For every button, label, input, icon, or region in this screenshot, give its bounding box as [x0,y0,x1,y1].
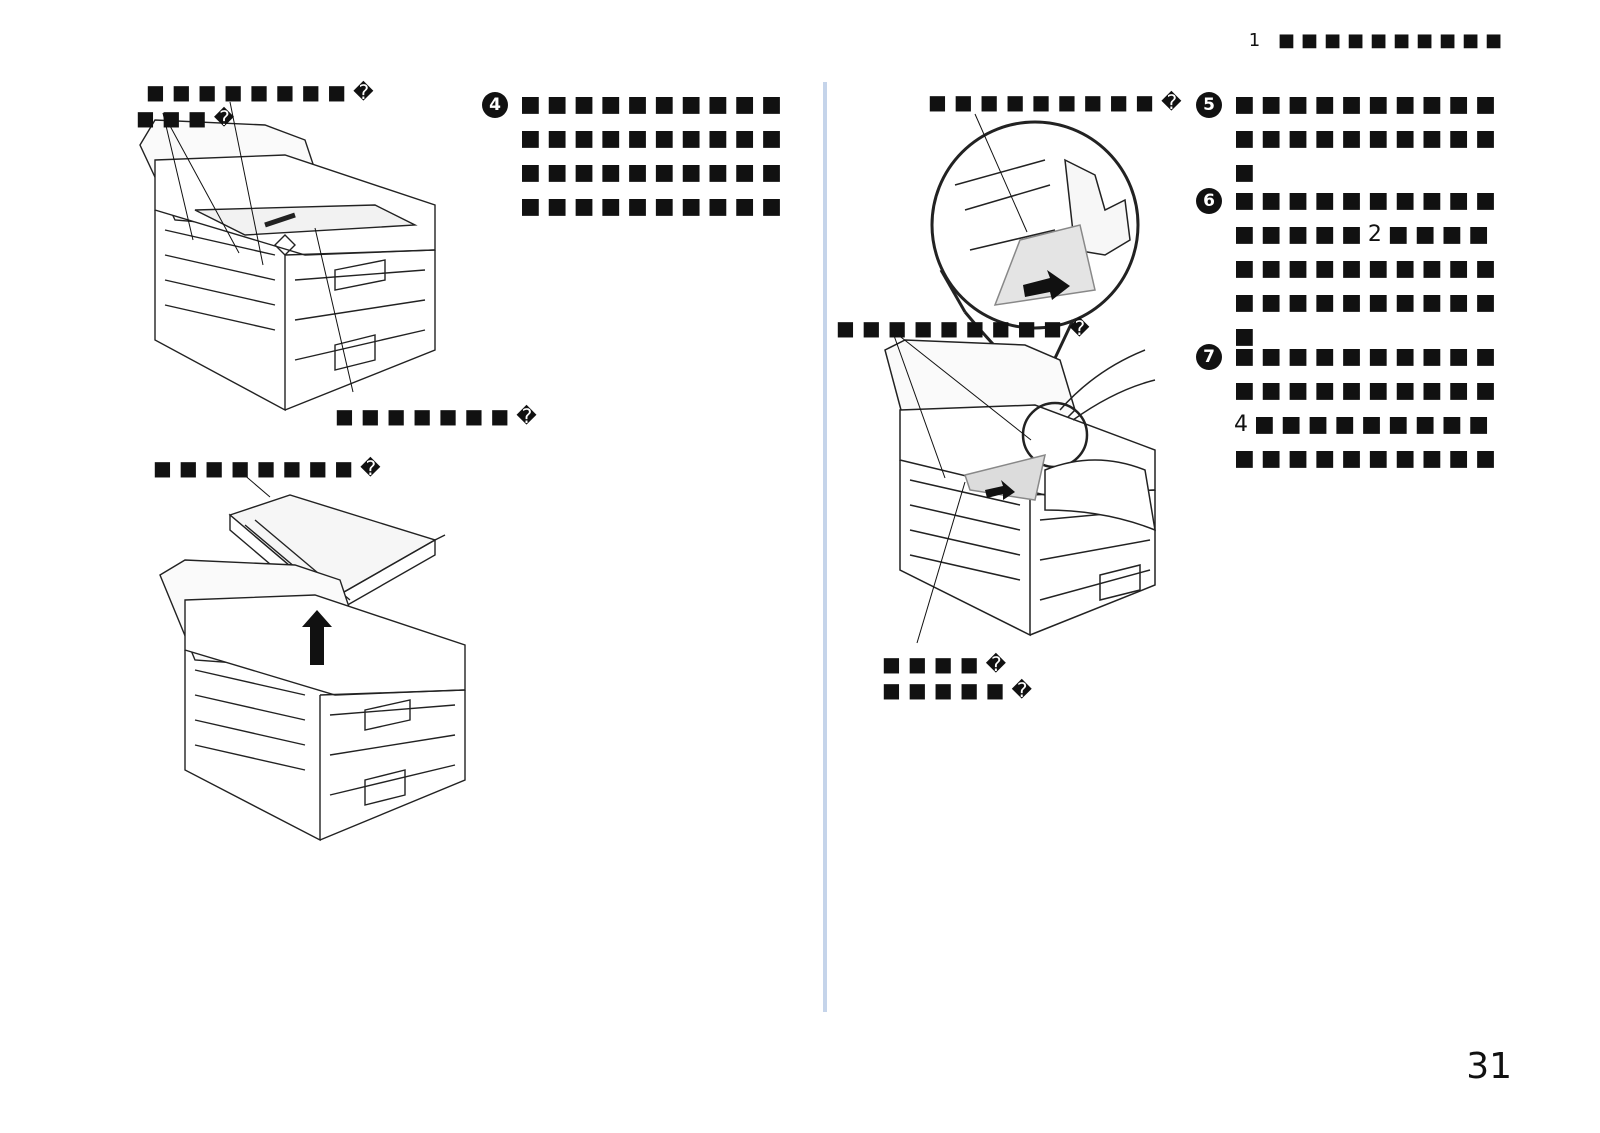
step-number: 5 [1196,92,1222,118]
step-6: 6 ■■■■■■■■■■■■■■■2■■■■■■■■■■■■■■■■■■■■■■… [1196,184,1514,354]
callout-label: ■■■■■■■■■� [836,316,1097,340]
step-text: ■■■■■■■■■■■■■■■■■■■■4■■■■■■■■■■■■■■■■■■■ [1234,344,1502,471]
step-7: 7 ■■■■■■■■■■■■■■■■■■■■4■■■■■■■■■■■■■■■■■… [1196,340,1514,476]
paper-removal-illustration [845,90,1165,690]
belt-unit-removal-illustration [155,465,485,850]
callout-label: ■■■■■■■� [335,404,544,428]
chapter-header: 1 ■■■■■■■■■■ [1248,30,1508,51]
callout-label: ■■■■■■■■� [146,80,381,104]
step-5: 5 ■■■■■■■■■■■■■■■■■■■■■ [1196,88,1514,190]
step-number: 7 [1196,344,1222,370]
column-divider [823,82,827,1012]
step-number: 6 [1196,188,1222,214]
printer-open-illustration [135,80,475,440]
callout-label: ■■■■� [882,652,1014,676]
callout-label: ■■■■■� [882,678,1039,702]
callout-label: ■■■■■■■■■� [928,90,1189,114]
step-number: 4 [482,92,508,118]
step-text: ■■■■■■■■■■■■■■■■■■■■■ [1234,92,1502,185]
step-text: ■■■■■■■■■■■■■■■■■■■■■■■■■■■■■■■■■■■■■■■■ [520,92,788,219]
step-4: 4 ■■■■■■■■■■■■■■■■■■■■■■■■■■■■■■■■■■■■■■… [482,88,800,224]
page-number: 31 [1466,1046,1512,1087]
callout-label: ■■■� [136,106,242,130]
callout-label: ■■■■■■■■� [153,456,388,480]
step-text: ■■■■■■■■■■■■■■■2■■■■■■■■■■■■■■■■■■■■■■■■… [1234,188,1502,349]
